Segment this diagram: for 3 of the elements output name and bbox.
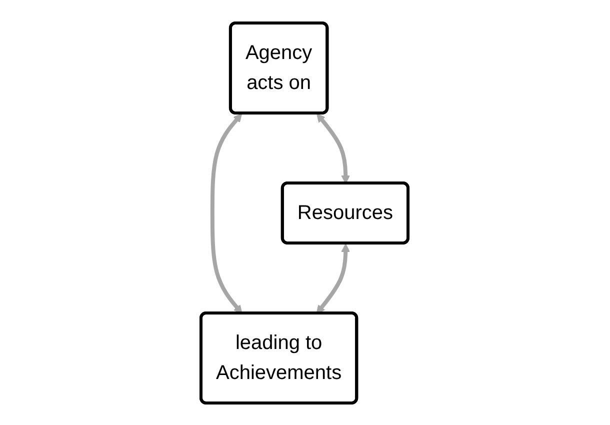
arrow: [317, 112, 350, 184]
arrow: [316, 243, 350, 314]
arrow: [210, 112, 243, 314]
